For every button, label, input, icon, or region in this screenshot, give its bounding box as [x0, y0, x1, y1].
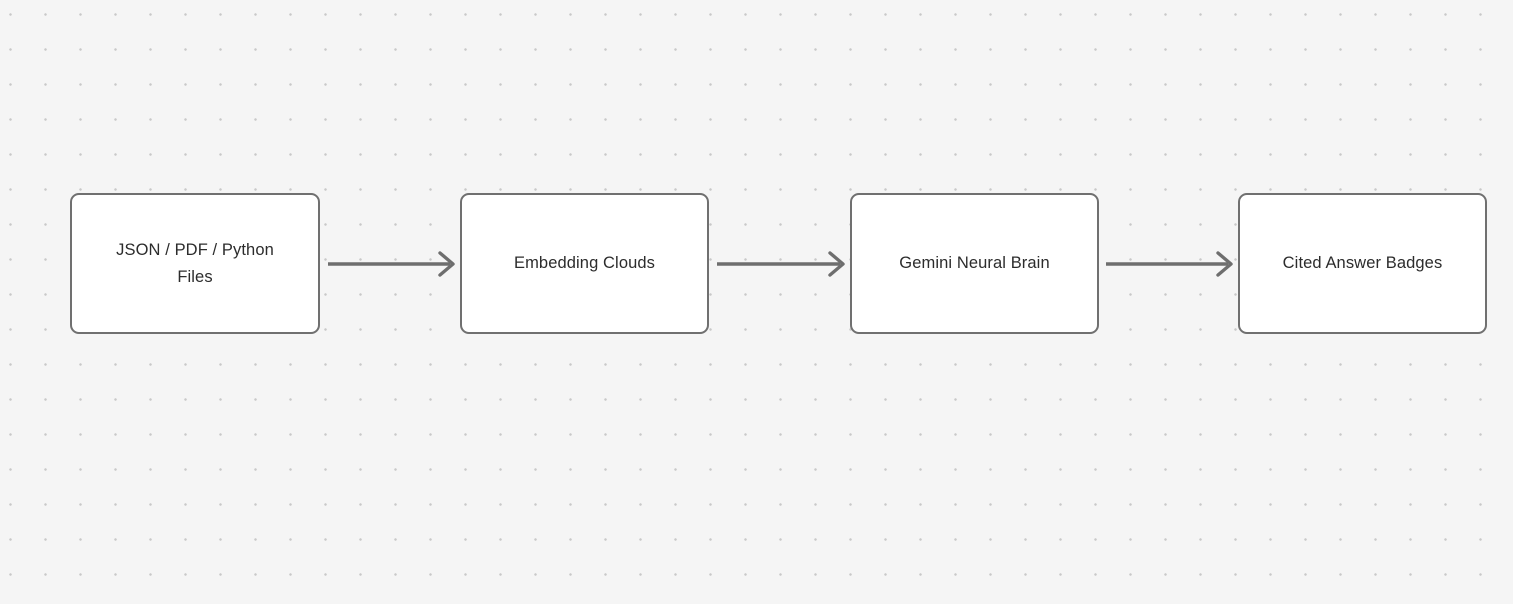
flow-node-source-files[interactable]: JSON / PDF / Python Files [70, 193, 320, 334]
flow-node-gemini-neural-brain[interactable]: Gemini Neural Brain [850, 193, 1099, 334]
flow-node-label: Gemini Neural Brain [899, 254, 1050, 272]
flow-node-embedding-clouds[interactable]: Embedding Clouds [460, 193, 709, 334]
arrowhead-icon [828, 251, 845, 277]
arrowhead-icon [438, 251, 455, 277]
flow-edge-2 [717, 250, 845, 278]
flow-node-label: Embedding Clouds [513, 254, 656, 272]
flow-node-label: JSON / PDF / Python Files [116, 240, 274, 286]
flow-edge-3 [1106, 250, 1233, 278]
flow-node-label: Cited Answer Badges [1282, 254, 1443, 272]
flow-edge-1 [328, 250, 455, 278]
arrowhead-icon [1216, 251, 1233, 277]
flow-node-cited-answer-badges[interactable]: Cited Answer Badges [1238, 193, 1487, 334]
